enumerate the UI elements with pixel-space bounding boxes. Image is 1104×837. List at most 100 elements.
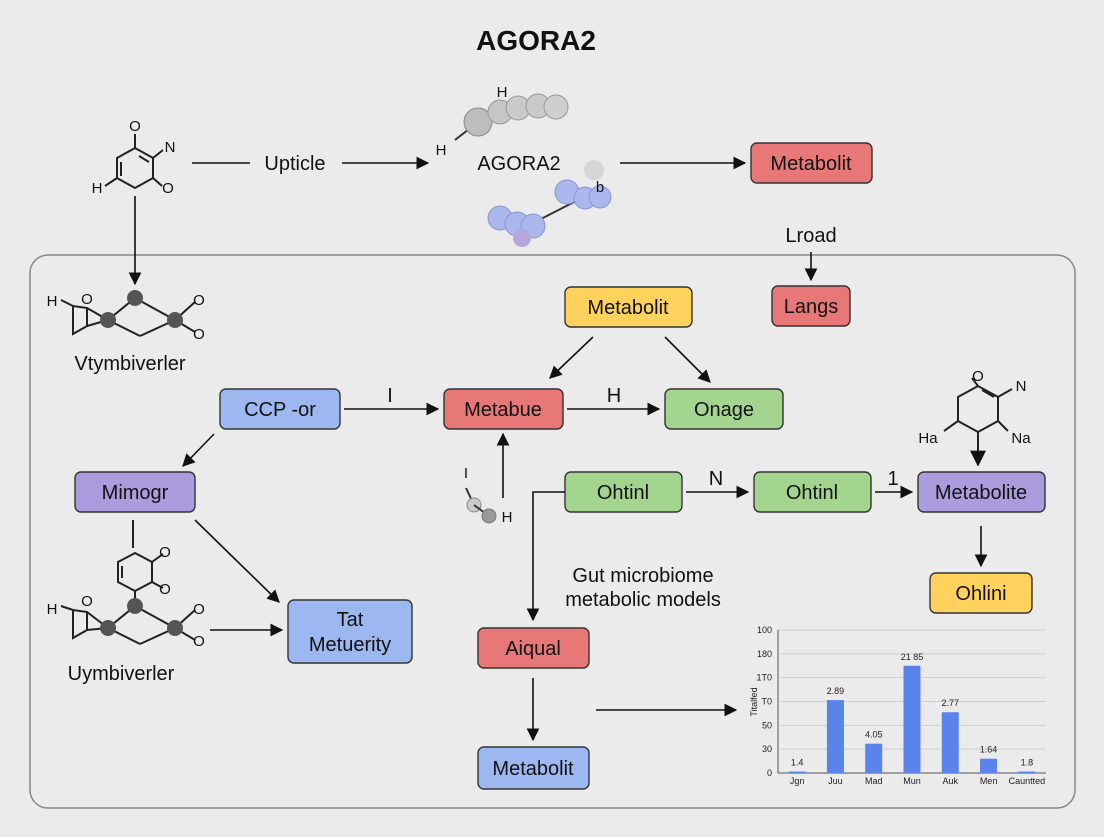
node-label: Metabue <box>464 399 542 421</box>
atom-label: N <box>1016 378 1027 395</box>
caption-gut-line1: Gut microbiome <box>572 565 713 587</box>
node-mimogr[interactable]: Mimogr <box>74 471 196 513</box>
atom-label: H <box>92 180 103 197</box>
node-metabue[interactable]: Metabue <box>443 388 564 430</box>
data-label: 4.05 <box>865 730 883 740</box>
edge-label-upticle: Upticle <box>264 153 325 175</box>
node-metabolite-purple[interactable]: Metabolite <box>917 471 1046 513</box>
edge-arrow <box>664 336 711 383</box>
data-label: 1.64 <box>980 745 998 755</box>
y-tick-label: 100 <box>757 625 772 635</box>
atom-node <box>100 312 116 328</box>
bar <box>980 758 998 773</box>
x-tick-label: Men <box>980 776 998 786</box>
edge-label: N <box>709 468 723 490</box>
atom-label: O <box>129 118 141 135</box>
atom-label: O <box>81 291 93 308</box>
atom-label: O <box>81 593 93 610</box>
bar <box>826 700 844 773</box>
y-axis-label: Titalfed <box>749 687 759 716</box>
caption-vtymbiverler: Vtymbiverler <box>74 353 185 375</box>
data-label: 21 85 <box>901 652 924 662</box>
node-ohlini[interactable]: Ohlini <box>929 572 1033 614</box>
page-title: AGORA2 <box>476 25 596 56</box>
atom-label: H <box>47 601 58 618</box>
atom-label: O <box>162 180 174 197</box>
edge-arrow <box>194 519 280 603</box>
node-label: Ohtinl <box>786 482 838 504</box>
node-metabolit-yellow[interactable]: Metabolit <box>564 286 693 328</box>
y-tick-label: 50 <box>762 720 772 730</box>
node-metabolit-bottom[interactable]: Metabolit <box>477 746 590 790</box>
node-label: Ohlini <box>955 583 1006 605</box>
node-label: Aiqual <box>505 638 561 660</box>
atom-node <box>127 598 143 614</box>
node-label: Langs <box>784 296 839 318</box>
bar <box>1018 771 1036 773</box>
data-label: 2.77 <box>942 698 960 708</box>
y-tick-label: 30 <box>762 744 772 754</box>
node-ohtinl-1[interactable]: Ohtinl <box>564 471 683 513</box>
node-metabolit-top[interactable]: Metabolit <box>750 142 873 184</box>
edge-arrow <box>182 433 215 467</box>
atom-label: H <box>497 84 508 101</box>
agora-label: AGORA2 <box>477 153 560 175</box>
bar-chart: 03050T01T0180100Titalfed1.4Jgn2.89Juu4.0… <box>749 625 1046 786</box>
atom-node <box>100 620 116 636</box>
edge-label: 1 <box>887 468 898 490</box>
y-tick-label: T0 <box>761 697 772 707</box>
atom-node <box>167 312 183 328</box>
data-label: 1.4 <box>791 758 804 768</box>
atom-label: O <box>972 368 984 385</box>
x-tick-label: Mad <box>865 776 883 786</box>
atom-label: H <box>502 509 513 526</box>
bar <box>941 712 959 773</box>
molecule-top-left <box>104 134 164 190</box>
atom-label: O <box>193 326 205 343</box>
node-ccp[interactable]: CCP -or <box>219 388 341 430</box>
bar <box>788 771 806 773</box>
atom-node <box>167 620 183 636</box>
edge-label: H <box>607 385 621 407</box>
node-label: Metabolite <box>935 482 1027 504</box>
node-aiqual[interactable]: Aiqual <box>477 627 590 669</box>
y-tick-label: 1T0 <box>756 673 772 683</box>
node-tat-metuerity[interactable]: Tat Metuerity <box>287 599 413 664</box>
atom-label: Ha <box>918 430 938 447</box>
atom-label: O <box>159 544 171 561</box>
node-label: CCP -or <box>244 399 316 421</box>
atom-label: I <box>464 465 468 482</box>
molecule-3d-gray <box>454 93 569 141</box>
node-label: Metabolit <box>587 297 669 319</box>
atom-label: O <box>193 633 205 650</box>
node-onage[interactable]: Onage <box>664 388 784 430</box>
main-panel <box>29 254 1076 809</box>
atom-label: O <box>193 601 205 618</box>
atom-label: O <box>193 292 205 309</box>
molecule-m2 <box>943 377 1013 467</box>
x-tick-label: Cauntted <box>1009 776 1046 786</box>
node-langs[interactable]: Langs <box>771 285 851 327</box>
edge-label-lroad: Lroad <box>785 225 836 247</box>
node-label: Onage <box>694 399 754 421</box>
caption-uymbiverler: Uymbiverler <box>68 663 175 685</box>
y-tick-label: 180 <box>757 649 772 659</box>
atom-node <box>127 290 143 306</box>
node-ohtinl-2[interactable]: Ohtinl <box>753 471 872 513</box>
x-tick-label: Juu <box>828 776 843 786</box>
y-tick-label: 0 <box>767 768 772 778</box>
atom-label: N <box>165 139 176 156</box>
atom-label: O <box>159 581 171 598</box>
edge-arrow <box>526 491 565 622</box>
caption-gut-line2: metabolic models <box>565 589 721 611</box>
atom-label: H <box>47 293 58 310</box>
node-label: Ohtinl <box>597 482 649 504</box>
molecule-3d-blue <box>487 160 612 247</box>
node-label: Metuerity <box>309 634 391 656</box>
node-label: Metabolit <box>492 758 574 780</box>
x-tick-label: Jgn <box>790 776 805 786</box>
atom-label: H <box>436 142 447 159</box>
molecule-small <box>465 487 497 524</box>
